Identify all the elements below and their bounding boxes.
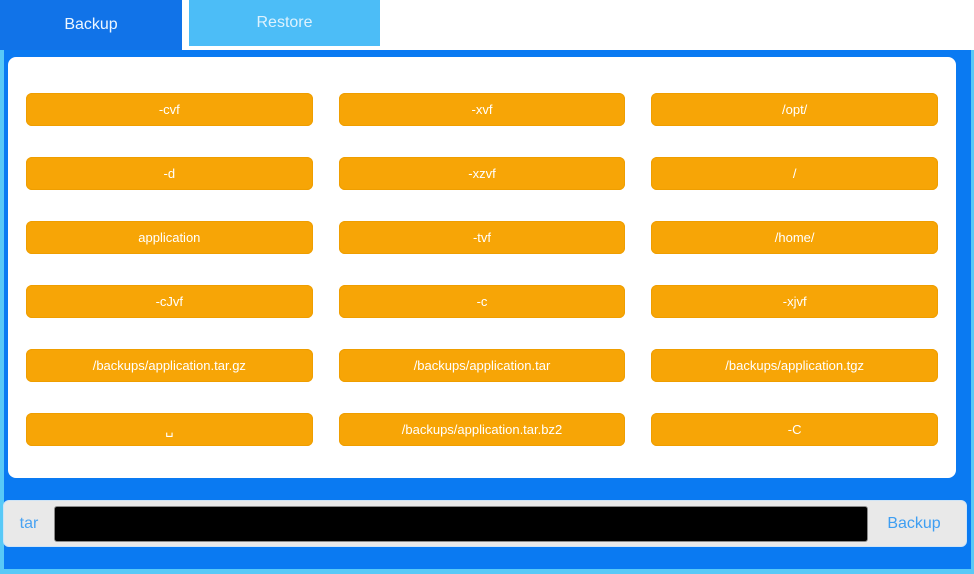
token-button[interactable]: -d <box>26 157 313 190</box>
backup-action-button[interactable]: Backup <box>868 514 960 534</box>
tab-backup[interactable]: Backup <box>0 0 182 50</box>
command-input[interactable] <box>54 505 868 542</box>
token-button[interactable]: ␣ <box>26 413 313 446</box>
token-button[interactable]: -cvf <box>26 93 313 126</box>
token-button[interactable]: -xvf <box>338 93 626 126</box>
command-bar: tar Backup <box>3 500 967 547</box>
token-button[interactable]: -tvf <box>338 221 626 254</box>
token-button[interactable]: / <box>651 157 938 190</box>
token-button[interactable]: /home/ <box>651 221 938 254</box>
token-button[interactable]: -xjvf <box>651 285 938 318</box>
token-button[interactable]: -c <box>338 285 626 318</box>
token-button[interactable]: /opt/ <box>651 93 938 126</box>
token-button[interactable]: application <box>26 221 313 254</box>
tab-bar: Backup Restore <box>0 0 974 50</box>
token-button[interactable]: -cJvf <box>26 285 313 318</box>
token-board: -cvf -xvf /opt/ -d -xzvf / application -… <box>8 57 956 478</box>
token-button[interactable]: -C <box>651 413 938 446</box>
token-button[interactable]: -xzvf <box>338 157 626 190</box>
token-button[interactable]: /backups/application.tar.bz2 <box>338 413 626 446</box>
command-prefix-label: tar <box>19 514 39 532</box>
token-button[interactable]: /backups/application.tar.gz <box>26 349 313 382</box>
token-button[interactable]: /backups/application.tar <box>338 349 626 382</box>
tab-restore[interactable]: Restore <box>189 0 380 46</box>
token-button[interactable]: /backups/application.tgz <box>651 349 938 382</box>
